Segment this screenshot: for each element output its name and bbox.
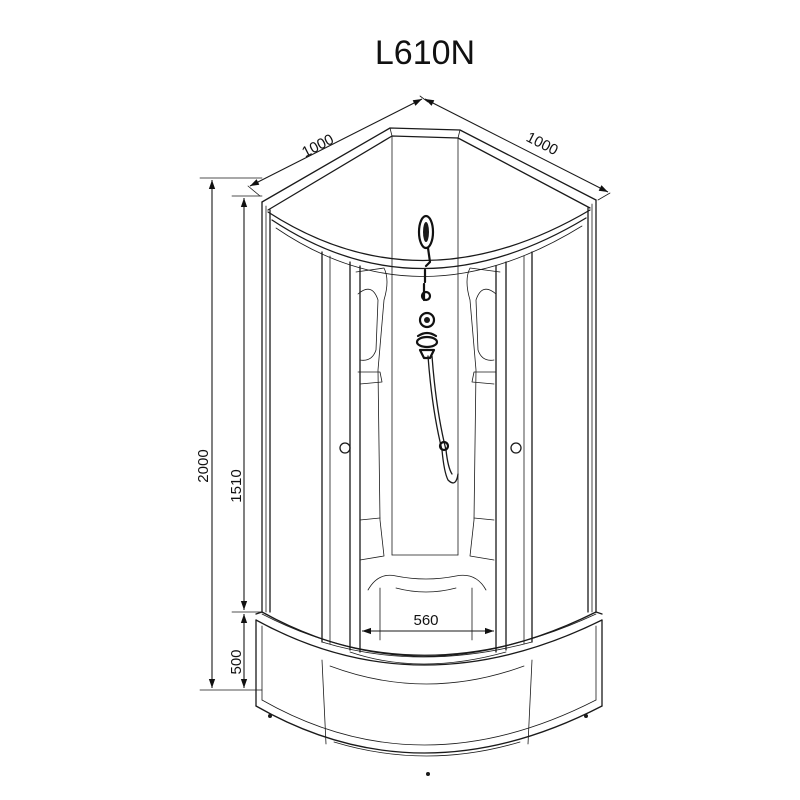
dim-label-width-left: 1000 <box>299 131 336 161</box>
height-dimensions: 2000 1510 500 <box>195 177 263 691</box>
dim-label-width-right: 1000 <box>523 129 560 159</box>
shower-cabin <box>261 127 597 653</box>
hand-shower-icon <box>417 214 435 268</box>
door-opening-dimension: 560 <box>362 612 494 635</box>
shower-fixtures <box>415 214 459 484</box>
dim-label-door-opening: 560 <box>413 612 438 629</box>
hose-outlet-icon <box>438 440 450 452</box>
mixer-valve-icon <box>415 282 439 360</box>
door-handle-right-icon <box>510 442 522 454</box>
model-title: L610N <box>375 34 475 72</box>
shower-tray <box>255 611 603 776</box>
dim-line-width-right <box>424 98 609 193</box>
dim-label-total-height: 2000 <box>195 449 212 482</box>
top-width-dimensions: 1000 1000 <box>247 95 611 201</box>
dim-label-enclosure-height: 1510 <box>228 469 245 502</box>
dim-line-width-left <box>249 98 423 187</box>
dim-label-tray-height: 500 <box>228 649 245 674</box>
door-handle-left-icon <box>339 442 351 454</box>
